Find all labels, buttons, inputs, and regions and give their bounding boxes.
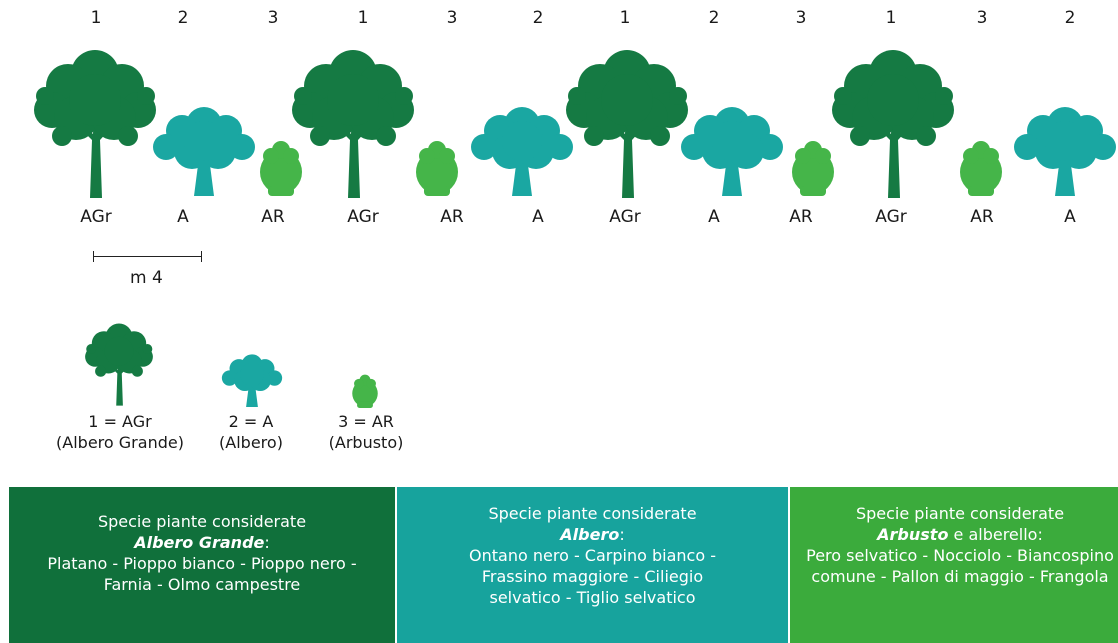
- position-number: 1: [619, 8, 631, 28]
- panel-type-suffix: :: [619, 525, 625, 544]
- legend-name: (Albero): [219, 433, 283, 452]
- position-number: 1: [357, 8, 369, 28]
- species-panel-albero: Specie piante considerate Albero: Ontano…: [397, 487, 788, 643]
- albero-tree-icon: [153, 107, 255, 196]
- plant-code-label: A: [1064, 207, 1076, 227]
- albero-tree-icon: [1014, 107, 1116, 196]
- albero-grande-tree-icon: [34, 50, 156, 198]
- species-panel-albero-grande: Specie piante considerate Albero Grande:…: [9, 487, 395, 643]
- legend-item-albero: 2 = A (Albero): [206, 411, 296, 453]
- position-number: 2: [532, 8, 544, 28]
- panel-type-line: Arbusto e alberello:: [800, 524, 1118, 545]
- species-panel-arbusto: Specie piante considerate Arbusto e albe…: [790, 487, 1118, 643]
- legend-name: (Arbusto): [328, 433, 404, 452]
- plant-code-label: AGr: [875, 207, 907, 227]
- plant-code-label: A: [708, 207, 720, 227]
- panel-type-suffix: :: [264, 533, 270, 552]
- position-number: 3: [976, 8, 988, 28]
- plant-code-label: A: [532, 207, 544, 227]
- position-number: 3: [795, 8, 807, 28]
- scale-bar: [93, 251, 202, 262]
- panel-type: Albero: [560, 525, 620, 544]
- arbusto-shrub-icon: [416, 141, 458, 196]
- legend-code: 1 = AGr: [88, 412, 152, 431]
- plant-code-label: AGr: [609, 207, 641, 227]
- panel-heading: Specie piante considerate: [488, 504, 697, 523]
- panel-type-line: Albero Grande:: [19, 532, 385, 553]
- albero-grande-tree-icon: [832, 50, 954, 198]
- arbusto-shrub-icon: [260, 141, 302, 196]
- plant-code-label: AR: [789, 207, 813, 227]
- legend-code: 3 = AR: [338, 412, 394, 431]
- legend-item-arbusto: 3 = AR (Arbusto): [316, 411, 416, 453]
- albero-grande-tree-icon: [292, 50, 414, 198]
- panel-type: Arbusto: [877, 525, 949, 544]
- plant-code-label: AR: [261, 207, 285, 227]
- arbusto-shrub-icon: [960, 141, 1002, 196]
- arbusto-shrub-icon: [792, 141, 834, 196]
- panel-type-line: Albero:: [407, 524, 778, 545]
- plant-code-label: A: [177, 207, 189, 227]
- albero-tree-icon: [471, 107, 573, 196]
- panel-species-list: Pero selvatico - Nocciolo - Biancospino …: [806, 546, 1114, 586]
- plant-code-label: AR: [970, 207, 994, 227]
- legend-item-albero-grande: 1 = AGr (Albero Grande): [38, 411, 202, 453]
- albero-grande-tree-icon: [566, 50, 688, 198]
- arbusto-shrub-icon: [352, 374, 378, 408]
- position-number: 3: [267, 8, 279, 28]
- panel-heading: Specie piante considerate: [855, 504, 1065, 523]
- scale-label: m 4: [130, 268, 163, 288]
- position-number: 2: [1064, 8, 1076, 28]
- panel-species-list: Ontano nero - Carpino bianco - Frassino …: [469, 546, 716, 607]
- albero-tree-icon: [681, 107, 783, 196]
- position-number: 2: [177, 8, 189, 28]
- panel-heading: Specie piante considerate: [97, 512, 307, 531]
- panel-type-suffix: e alberello:: [948, 525, 1043, 544]
- legend-name: (Albero Grande): [56, 433, 184, 452]
- legend-code: 2 = A: [228, 412, 274, 431]
- albero-tree-icon: [221, 354, 283, 407]
- albero-grande-tree-icon: [85, 323, 153, 406]
- plant-code-label: AR: [440, 207, 464, 227]
- position-number: 1: [885, 8, 897, 28]
- position-number: 3: [446, 8, 458, 28]
- panel-type: Albero Grande: [134, 533, 265, 552]
- panel-species-list: Platano - Pioppo bianco - Pioppo nero - …: [47, 554, 357, 594]
- position-number: 2: [708, 8, 720, 28]
- position-number: 1: [90, 8, 102, 28]
- plant-code-label: AGr: [80, 207, 112, 227]
- plant-code-label: AGr: [347, 207, 379, 227]
